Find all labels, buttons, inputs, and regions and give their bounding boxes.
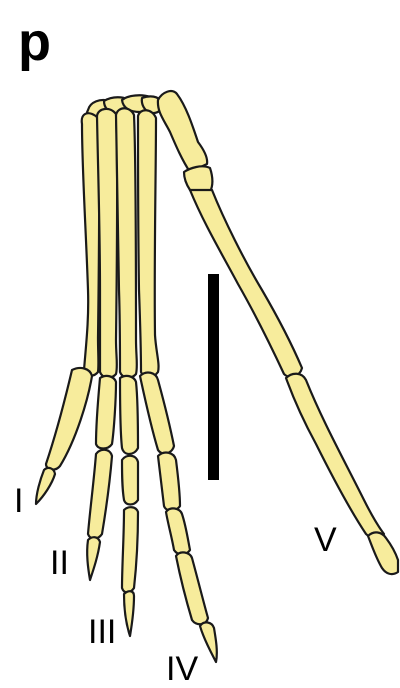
fifth-metatarsal-proximal	[184, 166, 212, 192]
digit-II-phalanx-2	[88, 450, 112, 539]
metatarsal-III	[116, 108, 137, 377]
digit-I-phalanx-1	[46, 368, 92, 470]
digit-V-phalanx-2	[368, 532, 398, 574]
digit-IV-phalanx-1	[140, 373, 174, 454]
digit-V-phalanx-1	[286, 374, 384, 539]
digit-I-ungual	[36, 468, 55, 504]
digit-IV-phalanx-3	[166, 508, 190, 554]
metatarsal-V	[190, 190, 302, 377]
digit-IV-phalanx-2	[158, 453, 180, 511]
panel-letter: p	[18, 12, 51, 72]
digit-label-I: I	[14, 482, 23, 520]
digit-II-ungual	[87, 537, 100, 580]
metatarsal-IV	[138, 110, 159, 377]
scale-bar	[208, 274, 219, 480]
digit-label-IV: IV	[166, 650, 198, 688]
digit-III-phalanx-3	[122, 507, 138, 592]
distal-tarsal-large	[158, 91, 207, 172]
digit-label-III: III	[88, 613, 116, 651]
digit-II-phalanx-1	[96, 376, 116, 449]
digit-label-V: V	[314, 521, 337, 559]
digit-III-ungual	[124, 591, 134, 636]
metatarsal-II	[97, 109, 117, 378]
metatarsal-I	[82, 113, 99, 375]
digit-IV-phalanx-4	[176, 552, 208, 624]
digit-label-II: II	[50, 544, 69, 582]
digit-IV-ungual	[200, 622, 217, 662]
digit-III-phalanx-1	[120, 376, 138, 454]
digit-III-phalanx-2	[122, 456, 138, 505]
